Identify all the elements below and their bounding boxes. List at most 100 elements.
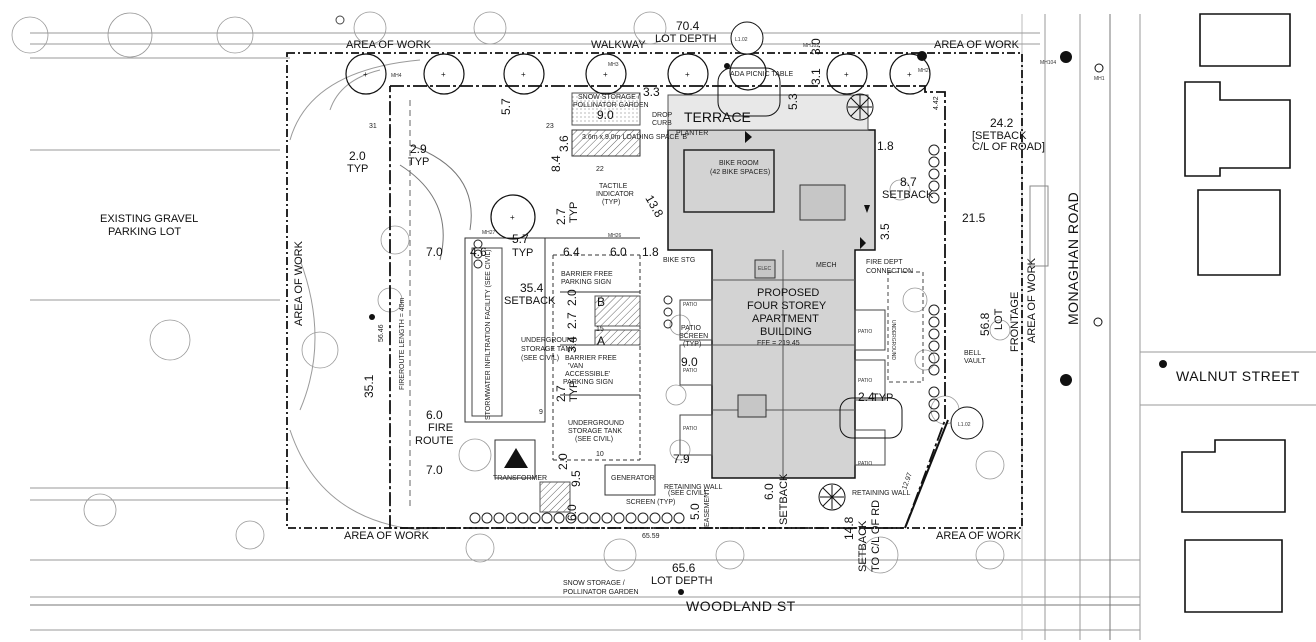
drop-curb-1: DROP [652, 112, 673, 119]
svg-text:+: + [603, 70, 608, 79]
site-trees [345, 53, 931, 240]
stall-a: A [597, 334, 605, 348]
area-of-work-east: AREA OF WORK [1026, 257, 1038, 343]
generator-label: GENERATOR [611, 475, 655, 482]
callout-l102-top-text: L1.02 [735, 37, 748, 43]
snow-storage-area [571, 92, 641, 126]
patio-2: PATIO [683, 368, 697, 374]
dim-9-0: 9.0 [597, 108, 614, 122]
setback-road-line1: [SETBACK [972, 130, 1027, 142]
building-footprint [667, 129, 876, 479]
proposed-2: FOUR STOREY [747, 300, 827, 312]
dim-9-0b: 9.0 [681, 355, 698, 369]
svg-text:+: + [510, 213, 515, 222]
mh104-label: MH104 [1040, 60, 1056, 66]
typ-2-7c: TYP [568, 381, 580, 402]
dim-56-46: 56.46 [378, 324, 385, 342]
proposed-1: PROPOSED [757, 287, 819, 299]
area-of-work-boundary [286, 52, 1023, 529]
fire-route-1: FIRE [428, 422, 453, 434]
patio-4: PATIO [858, 329, 872, 335]
dim-35-4: 35.4 [520, 281, 544, 295]
mech-label: MECH [816, 262, 837, 269]
area-of-work-ne: AREA OF WORK [934, 39, 1020, 51]
callout-terrace-rect [717, 67, 781, 117]
fire-hydrant-icon [335, 15, 345, 25]
dim-22: 22 [596, 166, 604, 173]
snow-storage-south-2: POLLINATOR GARDEN [563, 589, 639, 596]
frontage-label: FRONTAGE [1009, 292, 1021, 352]
setback-south: SETBACK [778, 473, 790, 525]
retaining-wall-south: RETAINING WALL [664, 484, 722, 491]
tactile-3: (TYP) [602, 199, 620, 206]
callout-l102-right-text: L1.02 [958, 422, 971, 428]
area-of-work-sw: AREA OF WORK [344, 530, 430, 542]
fire-route-2: ROUTE [415, 435, 454, 447]
underground-tank-east [887, 271, 924, 383]
bf-van-1: BARRIER FREE [565, 355, 617, 362]
dim-8-4: 8.4 [549, 155, 563, 172]
ug-tank-s-1: UNDERGROUND [568, 420, 624, 427]
generator-pad [604, 464, 656, 496]
bf-sign-2: PARKING SIGN [561, 279, 611, 286]
lot-depth-top-label: LOT DEPTH [655, 33, 717, 45]
fire-route-value: 6.0 [426, 408, 443, 422]
dim-4-6: 4.6 [470, 245, 487, 259]
area-of-work-se: AREA OF WORK [936, 530, 1022, 542]
dim-3-4: 3.4 [565, 336, 579, 353]
terrace-label: TERRACE [684, 109, 751, 125]
ug-tank-w-2: STORAGE TANK [521, 346, 575, 353]
dim-3-3: 3.3 [643, 85, 660, 99]
gravel-lot-2: PARKING LOT [108, 226, 181, 238]
dim-6-0c: 6.0 [762, 483, 776, 500]
bf-van-4: PARKING SIGN [563, 379, 613, 386]
ada-picnic-label: ADA PICNIC TABLE [730, 71, 793, 78]
bf-sign-1: BARRIER FREE [561, 271, 613, 278]
dim-2-9: 2.9 [410, 142, 427, 156]
dim-6-0b: 6.0 [565, 504, 579, 521]
drop-curb-2: CURB [652, 120, 672, 127]
loading-space-label: 3.6m x 9.0m LOADING SPACE 'B' [582, 134, 688, 141]
typ-2-7-top: TYP [568, 202, 580, 223]
svg-text:+: + [441, 70, 446, 79]
tactile-1: TACTILE [599, 183, 628, 190]
fire-dept-2: CONNECTION [866, 268, 913, 275]
dim-5-7b: 5.7 [512, 232, 529, 246]
angled-lot-line [904, 419, 949, 529]
proposed-3: APARTMENT [752, 313, 819, 325]
mh27-label: MH27 [482, 230, 496, 236]
shrub-rows [469, 144, 940, 524]
dim-2-7b: 2.7 [565, 312, 579, 329]
patio-screen-2: SCREEN [679, 333, 708, 340]
typ-5-7: TYP [512, 247, 533, 259]
dim-2-0: 2.0 [349, 149, 366, 163]
patio-6: PATIO [858, 461, 872, 467]
setback-to-cl-2: TO C/L OF RD [870, 500, 882, 572]
loading-space [571, 129, 641, 157]
setback-east: SETBACK [882, 189, 934, 201]
lot-label: LOT [993, 308, 1005, 330]
mh1-label: MH1 [1094, 76, 1105, 82]
gravel-lot-1: EXISTING GRAVEL [100, 213, 198, 225]
infiltration-label: STORMWATER INFILTRATION FACILITY (SEE CI… [485, 249, 492, 420]
dim-6-0: 6.0 [610, 245, 627, 259]
manhole-icon [369, 51, 1167, 595]
dim-31: 31 [369, 123, 377, 130]
easement-label: EASEMENT [704, 488, 711, 527]
mh3-label: MH3 [608, 62, 619, 68]
dim-9: 9 [539, 409, 543, 416]
planter-label: PLANTER [676, 130, 708, 137]
elec-label: ELEC [758, 266, 771, 272]
dim-2-0c: 2.0 [556, 453, 570, 470]
bike-stg: BIKE STG [663, 257, 695, 264]
dim-7-9: 7.9 [673, 452, 690, 466]
patio-screen-1: PATIO [681, 325, 702, 332]
typ-2-0: TYP [347, 163, 368, 175]
dim-23: 23 [546, 123, 554, 130]
mh4-label: MH4 [391, 73, 402, 79]
dim-2-7-top: 2.7 [554, 208, 568, 225]
monaghan-road-label: MONAGHAN ROAD [1065, 192, 1081, 325]
tree-centers: +++ +++ ++ [363, 70, 912, 222]
typ-2-4: TYP [872, 392, 893, 404]
retaining-wall-east: RETAINING WALL [852, 490, 910, 497]
